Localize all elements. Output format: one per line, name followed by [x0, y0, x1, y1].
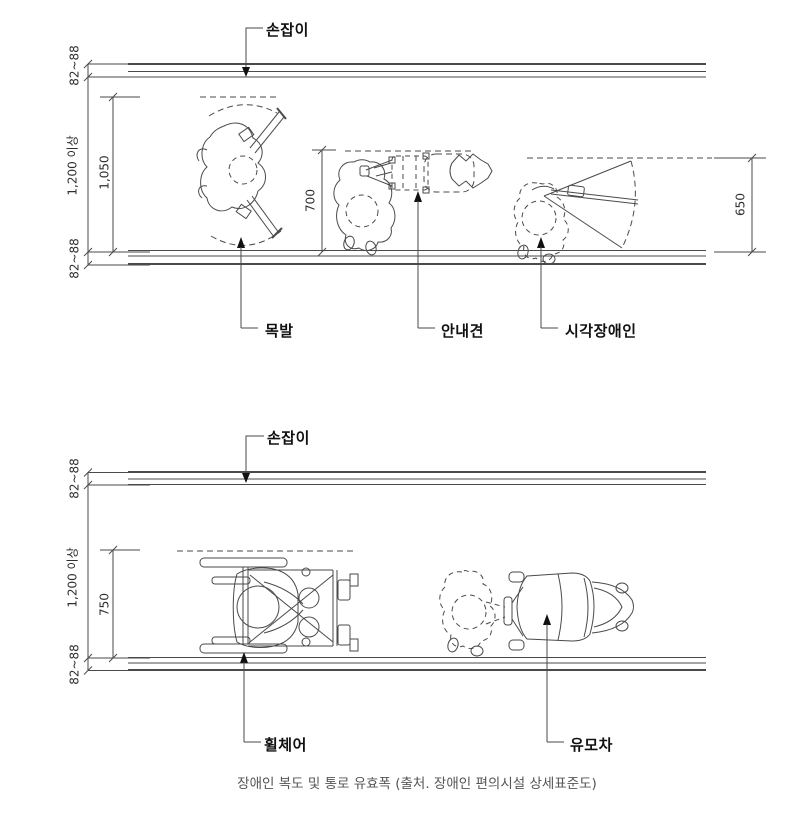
handrail-leader-top: [242, 27, 263, 77]
diagram-bottom-canvas: [83, 435, 706, 743]
dim-rail-offset-bottom-2: 82~88: [67, 644, 82, 685]
handrail-lines-bottom: [128, 657, 706, 671]
stroller-leader: [543, 614, 564, 743]
handrail-label-top: 손잡이: [266, 21, 309, 39]
stroller-figure: [439, 570, 634, 657]
guide-dog-figure: [333, 152, 493, 256]
handrail-lines-bottom: [128, 250, 706, 265]
diagram-top-canvas: [83, 27, 766, 329]
dim-wheelchair-width: 750: [97, 593, 112, 616]
label-wheelchair: 휠체어: [264, 736, 307, 754]
dimension-line-650: [714, 153, 766, 257]
dimension-lines-left: [83, 468, 150, 675]
label-crutches: 목발: [265, 322, 294, 340]
dim-guide-dog-width: 700: [303, 189, 318, 212]
wheelchair-figure: [199, 557, 359, 654]
label-stroller: 유모차: [570, 736, 613, 754]
dimension-line-700: [312, 145, 336, 257]
crutches-figure: [196, 104, 287, 246]
dim-rail-offset-top-1: 82~88: [67, 45, 82, 86]
dim-corridor-min-bottom: 1,200 이상: [65, 547, 80, 608]
dim-cane-sweep-width: 650: [733, 193, 748, 216]
dim-rail-offset-top-2: 82~88: [67, 458, 82, 499]
dim-corridor-min-top: 1,200 이상: [65, 135, 80, 196]
dim-crutch-clear-width: 1,050: [97, 155, 112, 190]
dim-rail-offset-bottom-1: 82~88: [67, 238, 82, 279]
dimension-lines-left: [83, 59, 150, 270]
visually-impaired-figure: [513, 160, 639, 265]
label-visually-impaired: 시각장애인: [565, 322, 637, 340]
wheelchair-leader: [240, 652, 261, 743]
handrail-label-bottom: 손잡이: [267, 429, 310, 447]
figure-caption: 장애인 복도 및 통로 유효폭 (출처. 장애인 편의시설 상세표준도): [237, 776, 597, 792]
guide-dog-leader: [414, 191, 435, 329]
crutches-leader: [237, 237, 258, 329]
reference-dashed-lines-top: [200, 96, 712, 159]
label-guide-dog: 안내견: [441, 322, 484, 340]
handrail-lines-top: [128, 63, 706, 78]
visually-impaired-leader: [537, 237, 558, 329]
handrail-lines-top: [128, 471, 706, 485]
handrail-leader-bottom: [242, 435, 264, 483]
